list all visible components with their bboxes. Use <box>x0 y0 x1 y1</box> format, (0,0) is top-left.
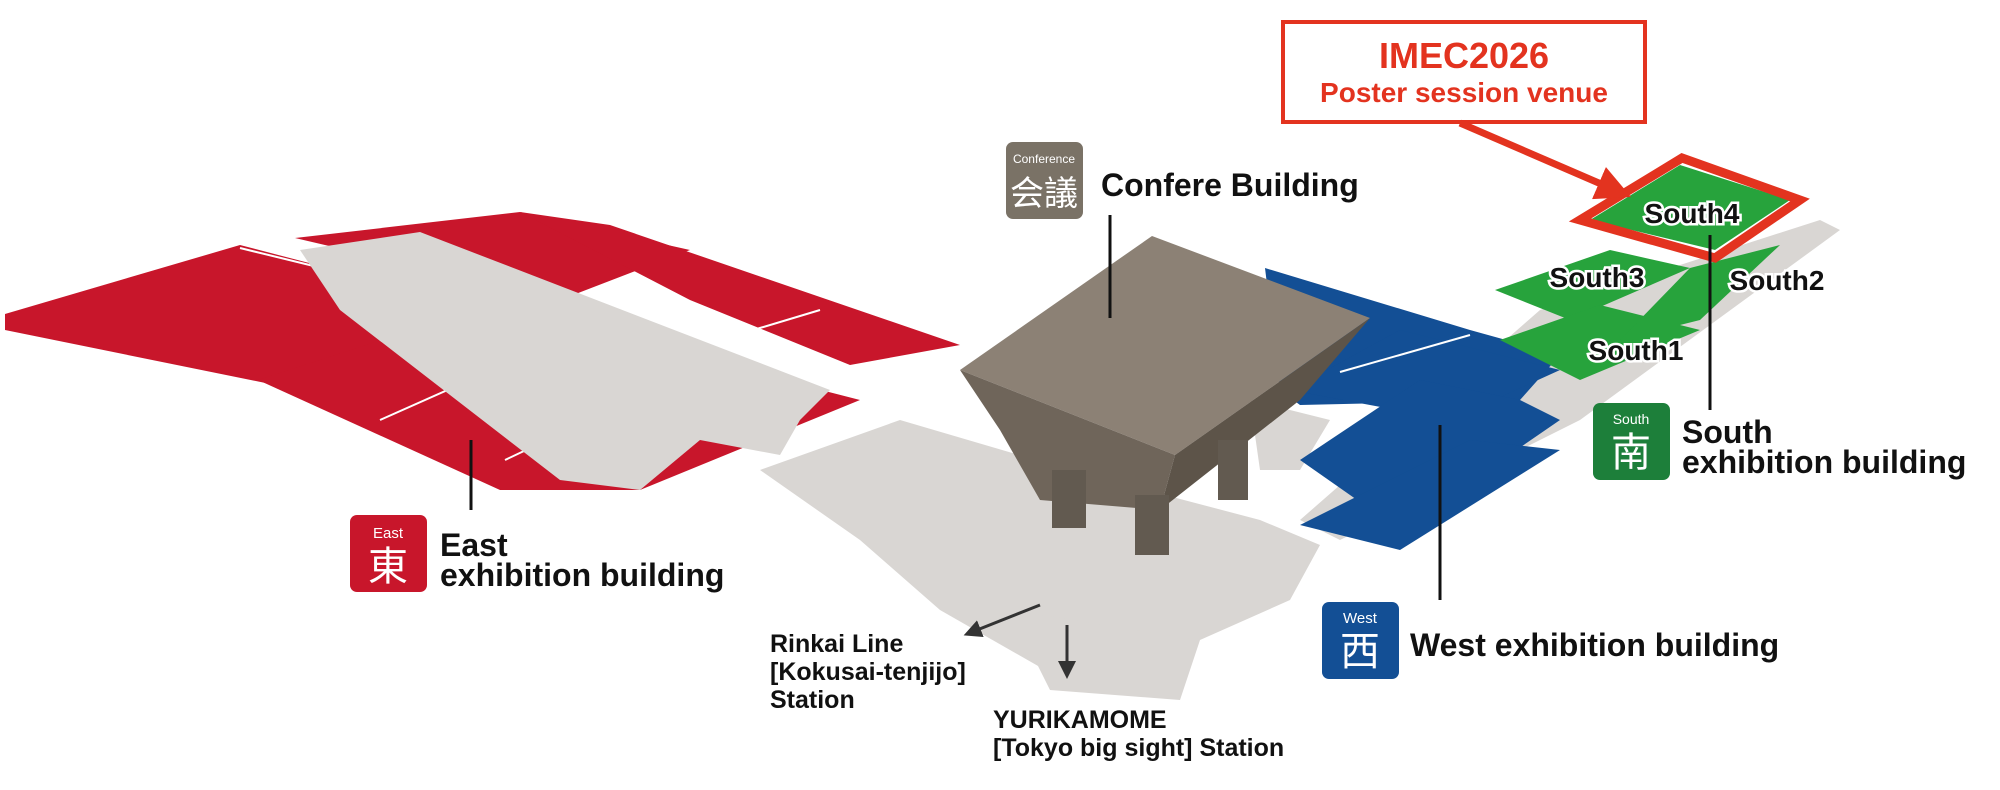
south-badge <box>1593 403 1670 480</box>
hall-label-south4: South4 <box>1645 198 1740 229</box>
west-badge <box>1322 602 1399 679</box>
east-badge <box>350 515 427 592</box>
south-label-group: South 南 South exhibition building <box>1593 403 1966 480</box>
south-label-line1: South <box>1682 414 1773 450</box>
south-badge-kanji: 南 <box>1611 430 1651 476</box>
conference-body-side <box>1160 318 1370 510</box>
east-badge-small: East <box>373 525 404 542</box>
callout-box <box>1281 20 1647 124</box>
rinkai-station-label: Rinkai Line [Kokusai-tenjijo] Station <box>770 630 966 714</box>
hall-label-south3: South3 <box>1550 262 1645 293</box>
east-label-group: East 東 East exhibition building <box>350 515 724 593</box>
central-plaza <box>760 420 1320 690</box>
east-divider <box>719 309 821 341</box>
west-divider <box>1339 334 1471 373</box>
west-badge-kanji: 西 <box>1340 629 1380 675</box>
rinkai-line3: Station <box>770 686 855 714</box>
conference-building-label: Confere Building <box>1101 167 1359 203</box>
conference-leg <box>1052 470 1086 528</box>
east-badge-kanji: 東 <box>368 544 408 590</box>
east-hall-top <box>520 212 960 365</box>
conference-leg <box>1135 495 1169 555</box>
west-label-group: West 西 West exhibition building <box>1322 602 1779 679</box>
callout-subtitle: Poster session venue <box>1320 77 1608 108</box>
callout-title: IMEC2026 <box>1379 35 1549 76</box>
south-hall-south2 <box>1620 245 1780 340</box>
station-platform <box>1010 610 1200 700</box>
conference-badge-small: Conference <box>1013 152 1075 166</box>
conference-leg <box>1218 440 1248 500</box>
south-badge-small: South <box>1613 411 1650 427</box>
west-exhibition-halls <box>1265 268 1560 550</box>
callout-arrow-icon <box>1458 119 1632 200</box>
yurikamome-station-label: YURIKAMOME [Tokyo big sight] Station <box>993 706 1284 762</box>
west-hall-bottom <box>1300 440 1560 550</box>
poster-session-callout: IMEC2026 Poster session venue <box>1281 20 1647 200</box>
south4-highlight-frame <box>1568 153 1810 263</box>
yurikamome-line1: YURIKAMOME <box>993 706 1167 734</box>
conference-building <box>960 236 1370 555</box>
south-label-line2: exhibition building <box>1682 444 1966 480</box>
south-hall-south3 <box>1495 250 1690 320</box>
hall-label-south2: South2 <box>1730 265 1825 296</box>
south-hall-south4 <box>1590 165 1790 250</box>
conference-badge-kanji: 会議 <box>1010 174 1078 214</box>
west-building-label: West exhibition building <box>1410 627 1779 663</box>
rinkai-line1: Rinkai Line <box>770 630 903 658</box>
south-exhibition-halls <box>1495 153 1810 380</box>
east-label-line2: exhibition building <box>440 557 724 593</box>
conference-roof <box>960 236 1370 455</box>
conference-badge <box>1006 142 1083 219</box>
east-promenade <box>300 232 830 490</box>
yurikamome-line2: [Tokyo big sight] Station <box>993 734 1284 762</box>
station-arrow-icon <box>963 603 1041 638</box>
hall-label-south1: South1 <box>1589 335 1684 366</box>
west-badge-small: West <box>1343 610 1378 627</box>
conference-body <box>960 370 1175 510</box>
rinkai-line2: [Kokusai-tenjijo] <box>770 658 966 686</box>
east-label-line1: East <box>440 527 508 563</box>
conference-label-group: Conference 会議 Confere Building <box>1006 142 1359 219</box>
